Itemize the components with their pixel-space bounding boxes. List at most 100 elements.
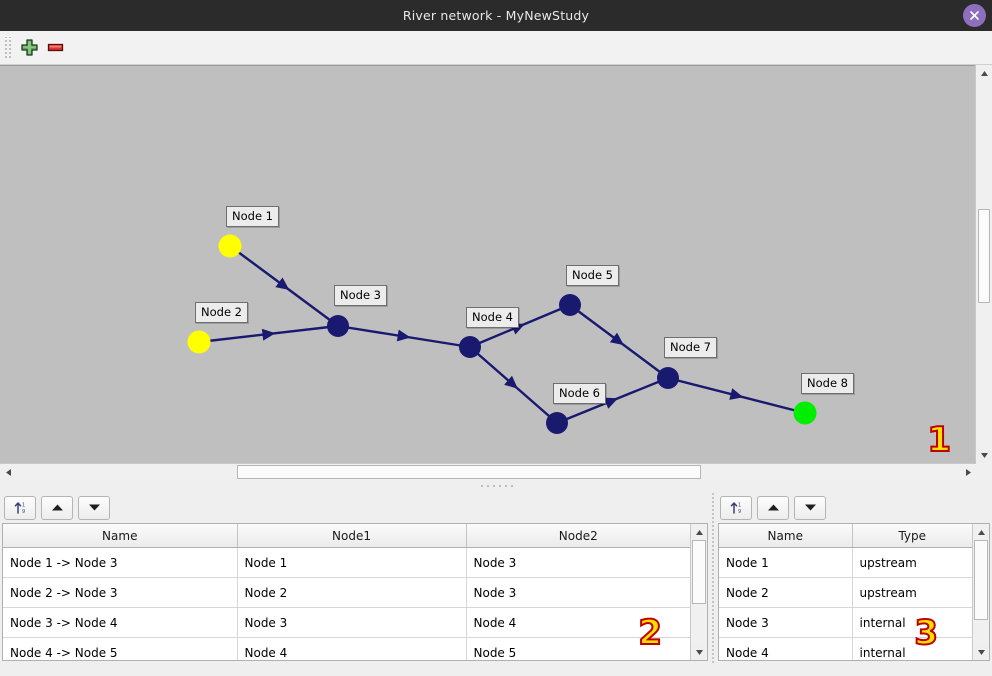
node-label-node5[interactable]: Node 5 (566, 265, 619, 286)
cell-name[interactable]: Node 3 -> Node 4 (3, 607, 238, 638)
scroll-down-button[interactable] (976, 447, 992, 463)
cell-node1[interactable]: Node 3 (237, 607, 467, 638)
node-label-node2[interactable]: Node 2 (195, 302, 248, 323)
canvas-vertical-scrollbar[interactable] (975, 65, 992, 463)
cell-node1[interactable]: Node 4 (237, 637, 467, 660)
vscroll-track[interactable] (977, 81, 991, 447)
cell-name[interactable]: Node 3 (719, 607, 853, 638)
callout-1: 1 (926, 420, 952, 460)
cell-node2[interactable]: Node 3 (466, 577, 690, 608)
cell-name[interactable]: Node 1 (719, 547, 853, 578)
chevron-down-icon (977, 649, 985, 655)
node-label-node1[interactable]: Node 1 (226, 206, 279, 227)
column-header-node2[interactable]: Node2 (466, 524, 690, 548)
node-label-node3[interactable]: Node 3 (334, 285, 387, 306)
edge-arrow (603, 397, 619, 409)
cell-name[interactable]: Node 2 (719, 577, 853, 608)
canvas-hscroll-row (0, 463, 992, 480)
cell-node2[interactable]: Node 3 (466, 547, 690, 578)
node-label-node8[interactable]: Node 8 (801, 373, 854, 394)
reaches-scroll-up-button[interactable] (691, 524, 707, 540)
nodes-move-up-button[interactable] (757, 495, 789, 520)
edge-arrow (504, 375, 518, 389)
cell-node1[interactable]: Node 1 (237, 547, 467, 578)
graph-node-node1[interactable] (218, 234, 242, 258)
title-bar: River network - MyNewStudy (0, 0, 992, 31)
cell-type[interactable]: internal (852, 637, 972, 660)
cell-name[interactable]: Node 4 (719, 637, 853, 660)
delete-node-button[interactable] (42, 35, 68, 61)
graph-node-node4[interactable] (459, 336, 481, 358)
column-header-name[interactable]: Name (3, 524, 238, 548)
graph-node-node7[interactable] (657, 367, 679, 389)
graph-node-node6[interactable] (546, 412, 568, 434)
cell-type[interactable]: internal (852, 607, 972, 638)
edge-arrow (261, 328, 276, 341)
nodes-vertical-scrollbar[interactable] (972, 524, 989, 660)
nodes-vscroll-thumb[interactable] (974, 540, 988, 620)
reaches-vscroll-thumb[interactable] (692, 540, 706, 604)
chevron-right-icon (965, 468, 971, 476)
graph-node-node2[interactable] (187, 330, 211, 354)
hscroll-thumb[interactable] (237, 465, 701, 479)
nodes-move-down-button[interactable] (794, 495, 826, 520)
reaches-sort-button[interactable]: 1 9 (4, 495, 36, 520)
column-header-name[interactable]: Name (719, 524, 853, 548)
scroll-up-button[interactable] (976, 65, 992, 81)
column-header-type[interactable]: Type (852, 524, 972, 548)
horizontal-splitter[interactable] (0, 480, 992, 492)
scroll-left-button[interactable] (0, 464, 16, 480)
chevron-down-icon (980, 452, 988, 458)
cell-name[interactable]: Node 1 -> Node 3 (3, 547, 238, 578)
reaches-move-down-button[interactable] (78, 495, 110, 520)
column-header-node1[interactable]: Node1 (237, 524, 467, 548)
window-title: River network - MyNewStudy (402, 8, 590, 23)
add-node-button[interactable] (16, 35, 42, 61)
cell-node1[interactable]: Node 2 (237, 577, 467, 608)
nodes-sort-button[interactable]: 1 9 (720, 495, 752, 520)
nodes-scroll-down-button[interactable] (973, 644, 989, 660)
delete-node-icon (47, 43, 63, 52)
vscroll-thumb[interactable] (978, 209, 990, 303)
graph-node-node5[interactable] (559, 294, 581, 316)
reaches-move-up-button[interactable] (41, 495, 73, 520)
reaches-vertical-scrollbar[interactable] (690, 524, 707, 660)
cell-node2[interactable]: Node 5 (466, 637, 690, 660)
canvas-horizontal-scrollbar[interactable] (0, 463, 976, 480)
edge-arrow (396, 329, 411, 342)
cell-name[interactable]: Node 2 -> Node 3 (3, 577, 238, 608)
sort-ascending-icon: 1 9 (730, 502, 741, 515)
cell-name[interactable]: Node 4 -> Node 5 (3, 637, 238, 660)
nodes-scroll-up-button[interactable] (973, 524, 989, 540)
graph-node-node8[interactable] (793, 401, 817, 425)
close-button[interactable] (963, 4, 986, 27)
node-label-node4[interactable]: Node 4 (466, 307, 519, 328)
vertical-splitter[interactable] (710, 492, 716, 664)
scroll-right-button[interactable] (960, 464, 976, 480)
toolbar-grip[interactable] (3, 36, 12, 59)
cell-type[interactable]: upstream (852, 547, 972, 578)
cell-node2[interactable]: Node 4 (466, 607, 690, 638)
graph-node-node3[interactable] (327, 315, 349, 337)
node-label-node6[interactable]: Node 6 (553, 383, 606, 404)
chevron-up-icon (977, 529, 985, 535)
node-label-node7[interactable]: Node 7 (664, 337, 717, 358)
cell-type[interactable]: upstream (852, 577, 972, 608)
network-canvas[interactable]: Node 1 Node 2 Node 3 Node 4 Node 5 Node 6 Node… (0, 65, 975, 463)
reaches-scroll-down-button[interactable] (691, 644, 707, 660)
